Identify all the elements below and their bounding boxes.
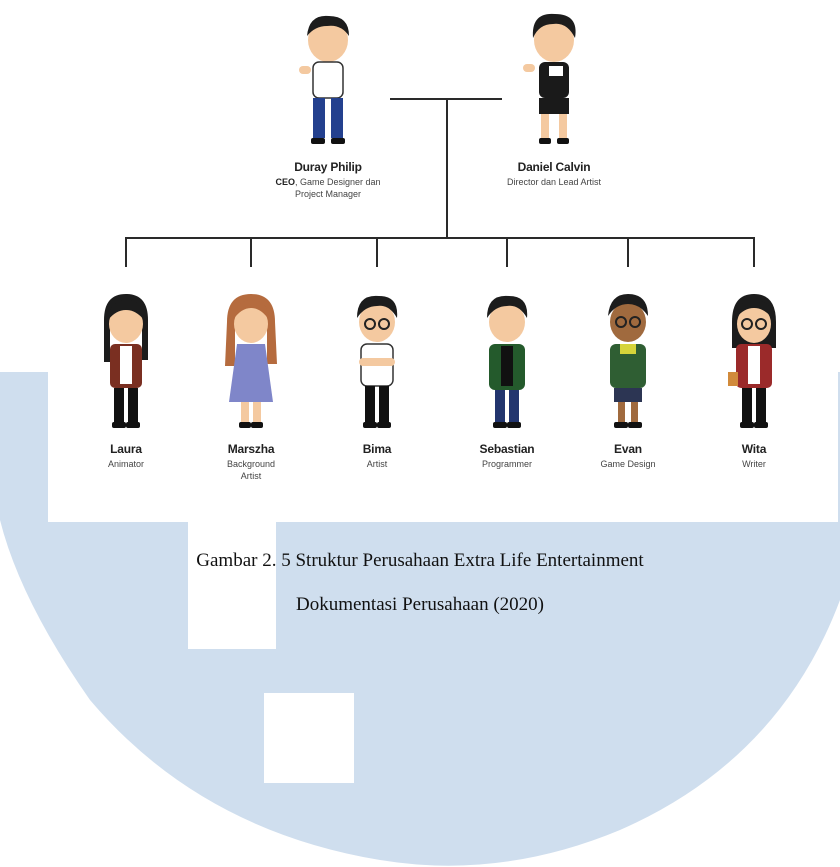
person-role-rest: , Game Designer dan [294,177,381,187]
watermark-block-2 [264,693,354,783]
person-name: Evan [614,442,642,456]
person-role: Background [226,459,276,469]
person-icon [357,295,398,428]
person-role: Director dan Lead Artist [506,177,602,187]
person-wita: Wita Writer [684,290,824,470]
person-role-line2: Artist [240,471,262,481]
drop-bima [376,237,378,267]
person-laura: Laura Animator [56,290,196,470]
person-role: CEO, Game Designer dan [258,176,398,188]
person-role: Game Design [600,459,656,469]
person-role-line2: Project Manager [294,189,362,199]
person-role: Writer [742,459,766,469]
figure-caption: Gambar 2. 5 Struktur Perusahaan Extra Li… [196,550,644,571]
drop-laura [125,237,127,267]
person-icon [608,294,648,428]
drop-wita [753,237,755,267]
person-role: Animator [107,459,144,469]
person-icon [487,295,528,428]
person-duray-philip: Duray Philip CEO, Game Designer dan Proj… [258,8,398,200]
person-name: Duray Philip [294,160,362,174]
person-daniel-calvin: Daniel Calvin Director dan Lead Artist [484,8,624,188]
person-icon [225,294,277,428]
person-name: Laura [110,442,142,456]
person-role: Programmer [481,459,532,469]
person-sebastian: Sebastian Programmer [437,290,577,470]
person-marszha: Marszha Background Artist [181,290,321,482]
person-name: Daniel Calvin [517,160,591,174]
figure-source: Dokumentasi Perusahaan (2020) [296,594,544,615]
person-bima: Bima Artist [307,290,447,470]
trunk-connector [446,98,448,238]
drop-sebastian [506,237,508,267]
org-chart-panel [48,0,838,522]
person-role: Artist [366,459,388,469]
drop-marszha [250,237,252,267]
person-name: Marszha [227,442,275,456]
person-icon [104,294,148,428]
person-name: Sebastian [479,442,535,456]
person-icon [523,13,576,144]
person-name: Bima [362,442,392,456]
watermark-block-1 [188,522,276,649]
person-name: Wita [741,442,767,456]
person-icon [728,294,776,428]
person-evan: Evan Game Design [558,290,698,470]
branch-connector [125,237,755,239]
person-icon [299,15,349,144]
drop-evan [627,237,629,267]
person-role-strong: CEO [275,177,295,187]
